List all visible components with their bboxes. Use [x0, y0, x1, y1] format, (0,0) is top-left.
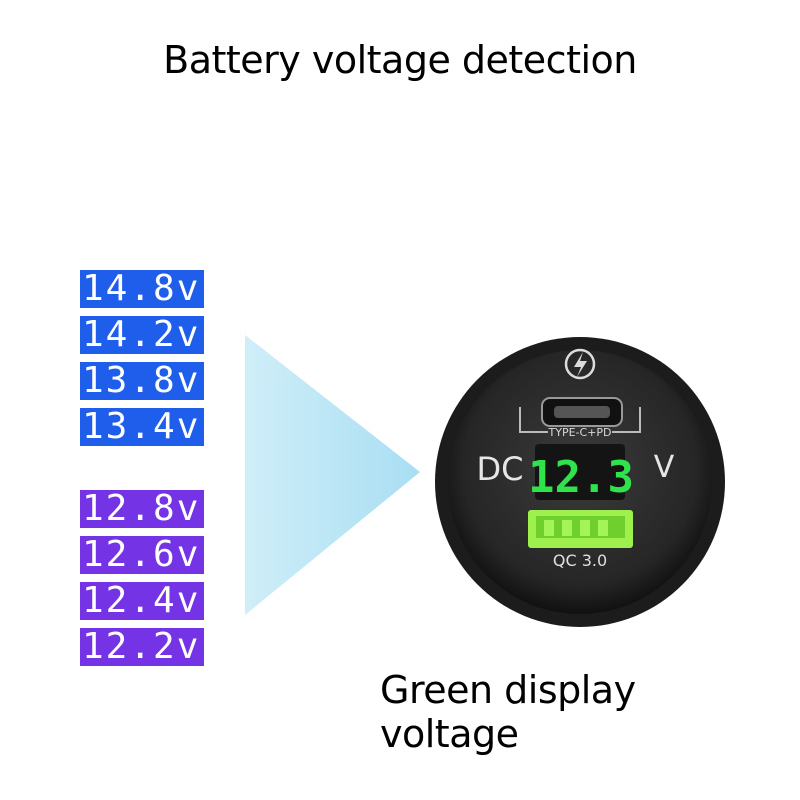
voltage-label: 14.8v	[80, 270, 204, 308]
page-title: Battery voltage detection	[163, 38, 637, 82]
pointer-arrow-icon	[245, 335, 420, 615]
voltage-label: 13.8v	[80, 362, 204, 400]
voltage-display	[535, 444, 625, 500]
lightning-icon	[564, 348, 596, 380]
voltage-label: 14.2v	[80, 316, 204, 354]
page-subtitle: Green display voltage	[380, 668, 636, 756]
type-c-label: TYPE-C+PD	[548, 426, 612, 439]
usb-charger-socket: TYPE-C+PD DC V 12.3 QC 3.0	[435, 337, 725, 627]
voltage-label: 12.8v	[80, 490, 204, 528]
volt-unit-label: V	[654, 450, 675, 485]
voltage-label: 12.6v	[80, 536, 204, 574]
usb-a-port	[528, 510, 633, 548]
voltage-reading: 12.3	[528, 452, 634, 503]
voltage-label: 12.2v	[80, 628, 204, 666]
dc-label: DC	[477, 450, 524, 488]
qc-label: QC 3.0	[553, 551, 607, 570]
high-voltage-list: 14.8v 14.2v 13.8v 13.4v	[80, 270, 204, 454]
voltage-label: 12.4v	[80, 582, 204, 620]
low-voltage-list: 12.8v 12.6v 12.4v 12.2v	[80, 490, 204, 674]
voltage-label: 13.4v	[80, 408, 204, 446]
type-c-port	[519, 397, 641, 433]
